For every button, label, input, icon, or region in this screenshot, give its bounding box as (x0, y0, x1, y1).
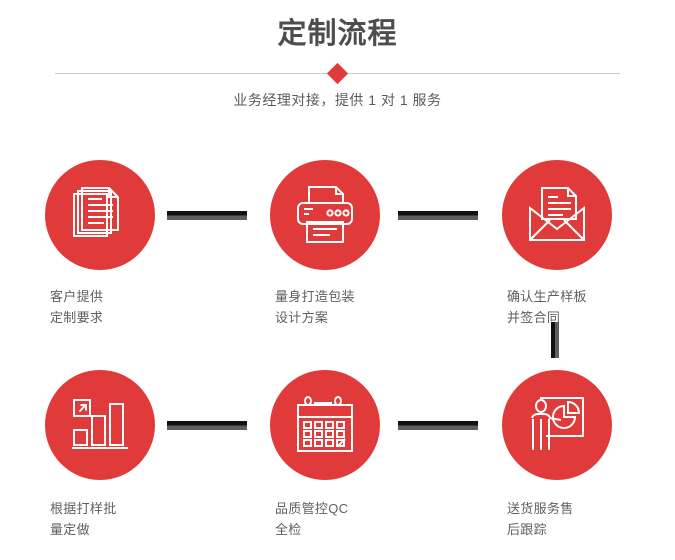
connector-horizontal-1 (167, 211, 247, 220)
printer-icon (297, 186, 353, 243)
flow-row-2: 根据打样批 量定做 (0, 345, 675, 560)
envelope-letter-icon (529, 187, 585, 241)
step-icon-circle (270, 160, 380, 270)
flow-step-5[interactable]: 品质管控QC 全检 (235, 345, 420, 540)
step-icon-circle (45, 370, 155, 480)
diamond-icon (326, 62, 349, 85)
presenter-pie-chart-icon (531, 397, 584, 450)
calendar-check-icon (297, 396, 353, 452)
connector-vertical (551, 322, 559, 358)
flow-step-1[interactable]: 客户提供 定制要求 (10, 130, 195, 328)
flow-row-1: 客户提供 定制要求 (0, 130, 675, 358)
flow-step-label: 品质管控QC 全检 (275, 501, 349, 537)
flow-step-label: 客户提供 定制要求 (50, 289, 104, 325)
flow-step-6[interactable]: 送货服务售 后跟踪 (467, 345, 652, 540)
bar-chart-growth-icon (72, 399, 128, 449)
documents-icon (73, 187, 119, 237)
step-icon-circle (502, 160, 612, 270)
page-subtitle: 业务经理对接，提供 1 对 1 服务 (233, 92, 442, 108)
flow-step-label: 送货服务售 后跟踪 (507, 501, 574, 537)
flow-step-3[interactable]: 确认生产样板 并签合同 (467, 130, 652, 328)
process-flow: 客户提供 定制要求 (0, 130, 675, 550)
flow-step-label: 根据打样批 量定做 (50, 501, 117, 537)
step-icon-circle (45, 160, 155, 270)
page-header: 定制流程 业务经理对接，提供 1 对 1 服务 (0, 0, 675, 130)
connector-horizontal-4 (398, 421, 478, 430)
step-icon-circle (502, 370, 612, 480)
connector-horizontal-3 (167, 421, 247, 430)
step-icon-circle (270, 370, 380, 480)
flow-step-label: 量身打造包装 设计方案 (275, 289, 355, 325)
connector-horizontal-2 (398, 211, 478, 220)
flow-step-4[interactable]: 根据打样批 量定做 (10, 345, 195, 540)
divider (0, 62, 675, 85)
flow-step-2[interactable]: 量身打造包装 设计方案 (235, 130, 420, 328)
flow-step-label: 确认生产样板 并签合同 (507, 289, 587, 325)
page-title: 定制流程 (277, 18, 398, 50)
